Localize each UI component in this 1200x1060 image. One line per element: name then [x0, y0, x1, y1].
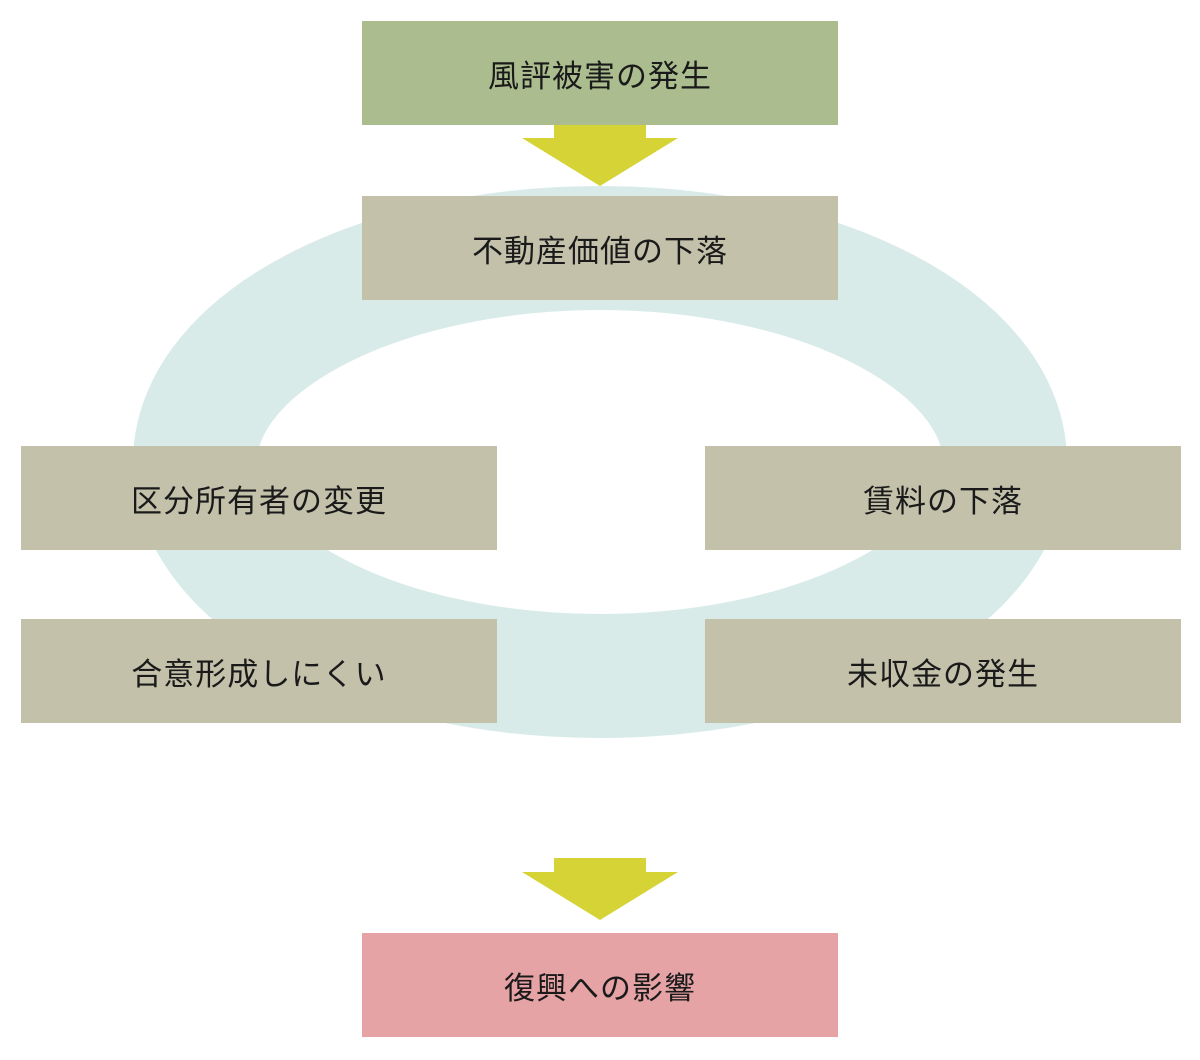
- consensus-difficulty-label: 合意形成しにくい: [131, 656, 387, 693]
- unpaid-arrears-box: 未収金の発生: [705, 619, 1181, 723]
- down-arrow-icon: [522, 124, 678, 186]
- down-arrow-icon: [522, 858, 678, 920]
- property-value-drop-label: 不動産価値の下落: [472, 233, 728, 270]
- property-value-drop-box: 不動産価値の下落: [362, 196, 838, 300]
- rent-drop-label: 賃料の下落: [863, 483, 1023, 520]
- consensus-difficulty-box: 合意形成しにくい: [21, 619, 497, 723]
- recovery-impact-label: 復興への影響: [504, 970, 696, 1007]
- rumor-damage-label: 風評被害の発生: [488, 58, 712, 95]
- rumor-damage-box: 風評被害の発生: [362, 21, 838, 125]
- owner-change-label: 区分所有者の変更: [131, 483, 387, 520]
- recovery-impact-box: 復興への影響: [362, 933, 838, 1037]
- owner-change-box: 区分所有者の変更: [21, 446, 497, 550]
- unpaid-arrears-label: 未収金の発生: [847, 656, 1039, 693]
- rent-drop-box: 賃料の下落: [705, 446, 1181, 550]
